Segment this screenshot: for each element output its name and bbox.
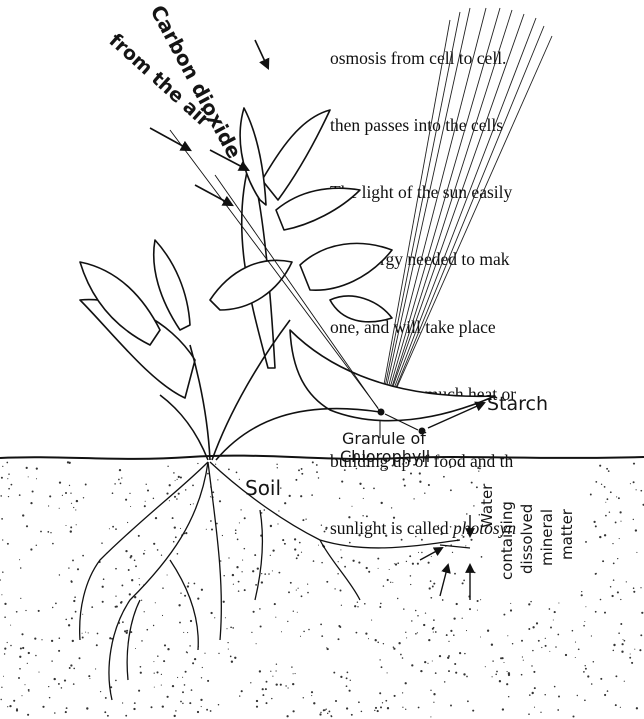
soil-texture bbox=[0, 461, 644, 717]
label-mineral: mineral bbox=[538, 509, 556, 566]
label-starch: Starch bbox=[487, 393, 548, 415]
label-granule-line1: Granule of bbox=[342, 429, 426, 448]
label-water: Water bbox=[478, 483, 496, 528]
label-matter: matter bbox=[558, 508, 576, 560]
label-containing: containing bbox=[498, 501, 516, 580]
sun-rays bbox=[379, 8, 552, 412]
plant bbox=[80, 108, 495, 460]
label-dissolved: dissolved bbox=[518, 504, 536, 574]
soil-surface bbox=[0, 456, 644, 459]
chlorophyll-granule bbox=[378, 409, 385, 416]
label-granule-line2: Chlorophyll bbox=[340, 447, 430, 466]
label-soil: Soil bbox=[245, 476, 281, 500]
water-arrows bbox=[420, 515, 470, 600]
